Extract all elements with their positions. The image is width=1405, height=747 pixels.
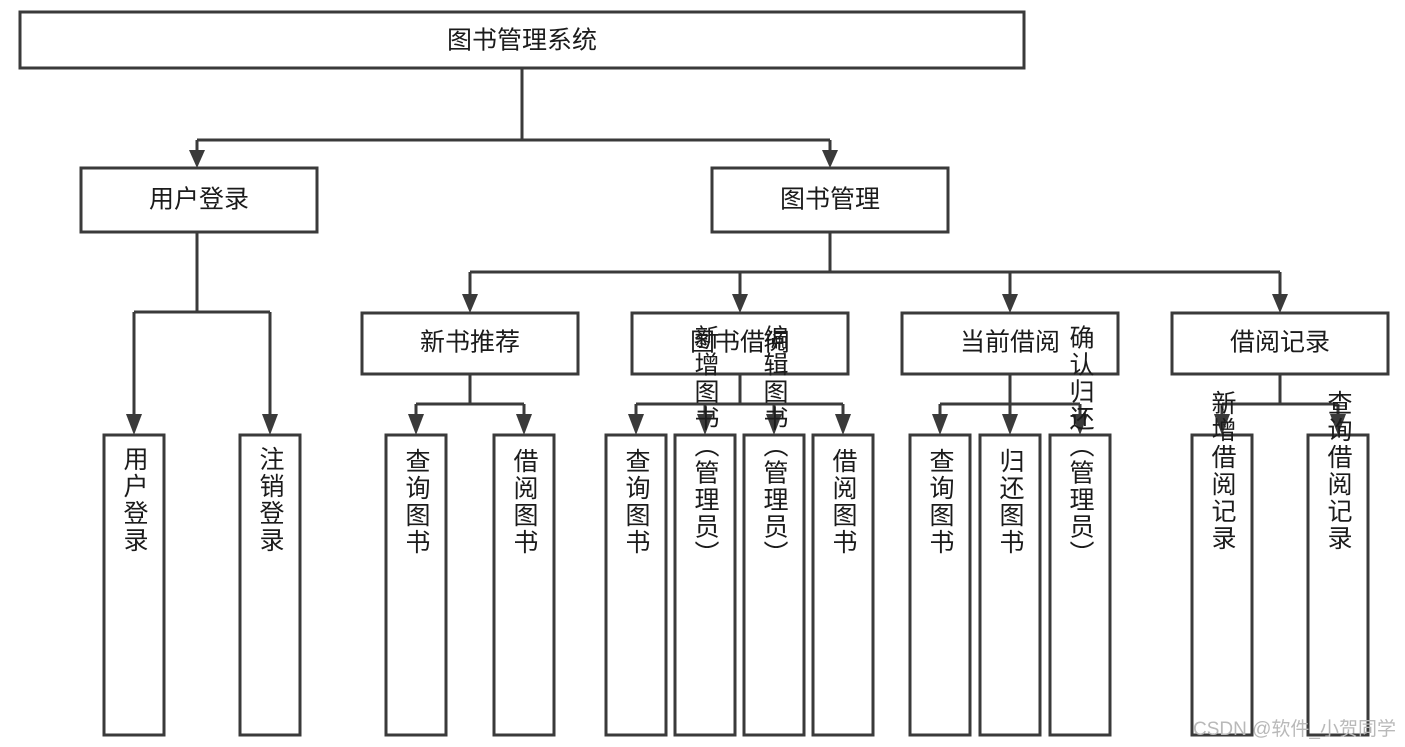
node-leaf-query-record-box[interactable] xyxy=(1306,433,1370,737)
node-user-login[interactable]: 用户登录 xyxy=(79,166,319,234)
node-current-borrow[interactable]: 当前借阅 xyxy=(900,311,1120,376)
arrowhead-leaf-borrow-book-1 xyxy=(516,414,532,435)
node-leaf-query-record[interactable]: 查询借阅记录 xyxy=(1306,390,1370,737)
arrowhead-current-borrow xyxy=(1002,294,1018,313)
node-new-book-recommend[interactable]: 新书推荐 xyxy=(360,311,580,376)
node-root-box[interactable] xyxy=(18,10,1026,70)
node-book-borrow-box[interactable] xyxy=(630,311,850,376)
node-leaf-query-book-1-label: 查询图书 xyxy=(402,448,431,556)
arrowhead-leaf-user-login xyxy=(126,414,142,435)
arrowhead-user-login xyxy=(189,150,205,168)
node-leaf-logout-box[interactable] xyxy=(238,433,302,737)
node-leaf-add-record[interactable]: 新增借阅记录 xyxy=(1190,390,1254,737)
arrowhead-leaf-add-record xyxy=(1214,414,1230,435)
node-leaf-edit-book-label: 编辑图书（管理员） xyxy=(760,325,789,568)
node-borrow-record[interactable]: 借阅记录 xyxy=(1170,311,1390,376)
node-leaf-edit-book-box[interactable] xyxy=(742,433,806,737)
node-leaf-query-book-3-label: 查询图书 xyxy=(926,448,955,556)
node-leaf-borrow-book-2[interactable]: 借阅图书 xyxy=(811,433,875,737)
node-leaf-user-login-label: 用户登录 xyxy=(120,446,149,554)
arrowhead-leaf-borrow-book-2 xyxy=(835,414,851,435)
node-new-book-recommend-box[interactable] xyxy=(360,311,580,376)
node-book-management[interactable]: 图书管理 xyxy=(710,166,950,234)
csdn-watermark: CSDN @软件_小贺同学 xyxy=(1193,718,1396,740)
node-book-borrow-label: 图书借阅 xyxy=(690,329,790,357)
arrowhead-leaf-confirm-return xyxy=(1072,414,1088,435)
node-leaf-add-record-label: 新增借阅记录 xyxy=(1208,390,1237,552)
node-leaf-add-book-label: 新增图书（管理员） xyxy=(691,325,720,568)
arrowhead-borrow-record xyxy=(1272,294,1288,313)
node-leaf-query-book-3-box[interactable] xyxy=(908,433,972,737)
node-leaf-return-book[interactable]: 归还图书 xyxy=(978,433,1042,737)
node-leaf-query-record-label: 查询借阅记录 xyxy=(1324,390,1353,552)
node-leaf-confirm-return[interactable]: 确认归还（管理员） xyxy=(1048,325,1112,737)
node-leaf-borrow-book-1[interactable]: 借阅图书 xyxy=(492,433,556,737)
node-leaf-logout[interactable]: 注销登录 xyxy=(238,433,302,737)
node-leaf-query-book-2-label: 查询图书 xyxy=(622,448,651,556)
node-leaf-borrow-book-1-box[interactable] xyxy=(492,433,556,737)
node-leaf-query-book-2[interactable]: 查询图书 xyxy=(604,433,668,737)
node-leaf-borrow-book-2-label: 借阅图书 xyxy=(829,448,858,556)
node-leaf-confirm-return-label: 确认归还（管理员） xyxy=(1066,325,1095,568)
node-borrow-record-label: 借阅记录 xyxy=(1230,329,1330,357)
node-current-borrow-box[interactable] xyxy=(900,311,1120,376)
node-user-login-label: 用户登录 xyxy=(149,186,249,214)
arrowhead-leaf-return-book xyxy=(1002,414,1018,435)
node-user-login-box[interactable] xyxy=(79,166,319,234)
node-leaf-return-book-label: 归还图书 xyxy=(996,448,1025,556)
node-root[interactable]: 图书管理系统 xyxy=(18,10,1026,70)
arrowhead-leaf-edit-book xyxy=(766,414,782,435)
node-leaf-query-book-1-box[interactable] xyxy=(384,433,448,737)
node-borrow-record-box[interactable] xyxy=(1170,311,1390,376)
node-leaf-add-record-box[interactable] xyxy=(1190,433,1254,737)
node-new-book-recommend-label: 新书推荐 xyxy=(420,329,520,357)
arrowhead-new-book-recommend xyxy=(462,294,478,313)
node-book-management-label: 图书管理 xyxy=(780,186,880,214)
arrowhead-leaf-query-book-3 xyxy=(932,414,948,435)
arrowhead-leaf-query-book-2 xyxy=(628,414,644,435)
node-leaf-query-book-2-box[interactable] xyxy=(604,433,668,737)
connector-layer xyxy=(126,68,1346,435)
node-leaf-confirm-return-box[interactable] xyxy=(1048,433,1112,737)
node-leaf-add-book-box[interactable] xyxy=(673,433,737,737)
node-leaf-borrow-book-1-label: 借阅图书 xyxy=(510,448,539,556)
node-leaf-edit-book[interactable]: 编辑图书（管理员） xyxy=(742,325,806,737)
arrowhead-leaf-logout xyxy=(262,414,278,435)
node-leaf-return-book-box[interactable] xyxy=(978,433,1042,737)
node-leaf-add-book[interactable]: 新增图书（管理员） xyxy=(673,325,737,737)
arrowhead-book-management xyxy=(822,150,838,168)
node-leaf-user-login[interactable]: 用户登录 xyxy=(102,433,166,737)
node-leaf-borrow-book-2-box[interactable] xyxy=(811,433,875,737)
arrowhead-leaf-query-record xyxy=(1330,414,1346,435)
node-current-borrow-label: 当前借阅 xyxy=(960,329,1060,357)
node-book-borrow[interactable]: 图书借阅 xyxy=(630,311,850,376)
node-leaf-query-book-3[interactable]: 查询图书 xyxy=(908,433,972,737)
node-book-management-box[interactable] xyxy=(710,166,950,234)
arrowhead-leaf-query-book-1 xyxy=(408,414,424,435)
node-root-label: 图书管理系统 xyxy=(447,27,597,55)
node-leaf-user-login-box[interactable] xyxy=(102,433,166,737)
arrowhead-book-borrow xyxy=(732,294,748,313)
node-leaf-logout-label: 注销登录 xyxy=(256,446,285,554)
arrowhead-leaf-add-book xyxy=(697,414,713,435)
node-leaf-query-book-1[interactable]: 查询图书 xyxy=(384,433,448,737)
